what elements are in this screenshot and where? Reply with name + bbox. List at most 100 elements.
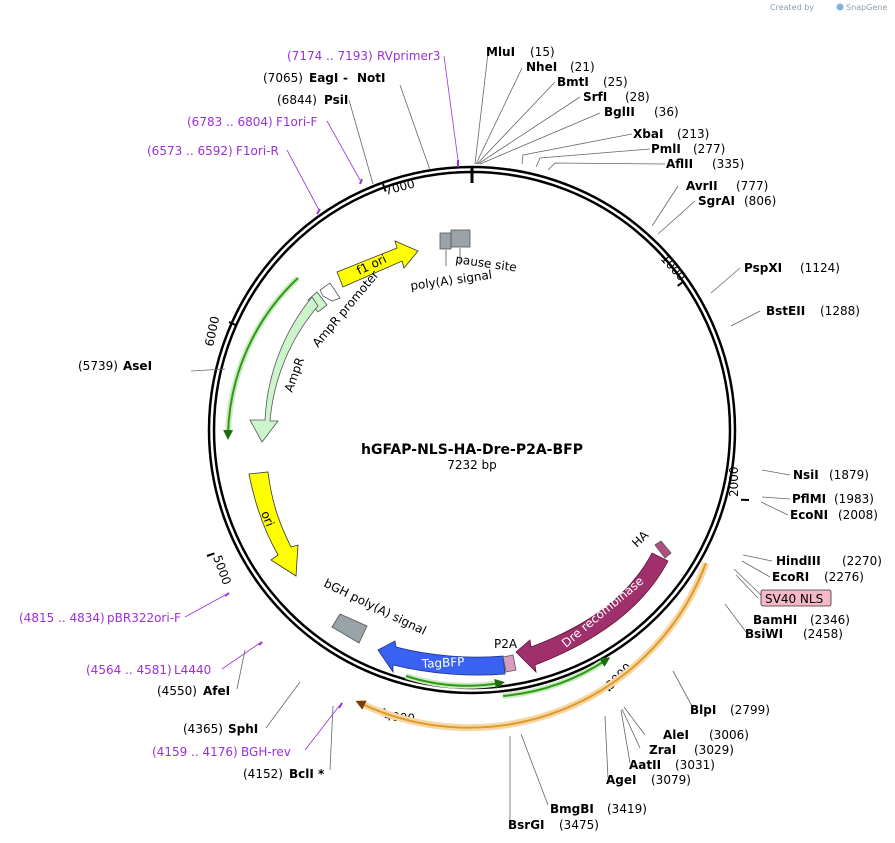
site-pspxi[interactable]: PspXI(1124)	[744, 261, 840, 275]
site-name: PmlI	[651, 142, 681, 156]
site-name: BmtI	[557, 75, 589, 89]
site-position: (4152)	[243, 767, 283, 781]
plasmid-length: 7232 bp	[447, 458, 497, 472]
primer-bghrev[interactable]: (4159 .. 4176)BGH-rev	[152, 745, 291, 759]
orf-arrows	[223, 275, 710, 732]
site-aatii[interactable]: AatII(3031)	[629, 758, 715, 772]
primer-range: (4815 .. 4834)	[19, 611, 105, 625]
feature-sv40-nls[interactable]: SV40 NLS	[733, 568, 832, 607]
credit-brand: SnapGene	[846, 3, 887, 12]
site-name: ZraI	[649, 743, 676, 757]
ruler-tick-mark	[228, 321, 237, 327]
primer-labels: (7174 .. 7193)RVprimer3 (6783 .. 6804)F1o…	[19, 49, 440, 759]
site-name: BclI *	[289, 767, 325, 781]
site-afei[interactable]: (4550)AfeI	[157, 684, 230, 698]
site-bmgbi[interactable]: BmgBI(3419)	[550, 802, 647, 816]
primer-f1orir[interactable]: (6573 .. 6592)F1ori-R	[147, 144, 279, 158]
primer-name: L4440	[174, 663, 211, 677]
site-separator: -	[343, 71, 348, 85]
site-hindiii[interactable]: HindIII(2270)	[776, 554, 882, 568]
site-bcli[interactable]: (4152) BclI *	[243, 767, 325, 781]
primer-rvprimer3[interactable]: (7174 .. 7193)RVprimer3	[287, 49, 440, 63]
site-name: AfeI	[203, 684, 230, 698]
ruler-tick-label: 6000	[202, 315, 222, 348]
site-aflii[interactable]: AflII(335)	[666, 157, 744, 171]
primer-name: BGH-rev	[241, 745, 291, 759]
site-psii[interactable]: (6844)PsiI	[277, 93, 348, 107]
site-srfi[interactable]: SrfI(28)	[583, 90, 650, 104]
site-asei[interactable]: (5739)AseI	[78, 359, 152, 373]
primer-f1orif[interactable]: (6783 .. 6804)F1ori-F	[187, 115, 317, 129]
site-sgrai[interactable]: SgrAI(806)	[698, 194, 776, 208]
site-bsteii[interactable]: BstEII(1288)	[766, 304, 860, 318]
ruler-tick-mark	[382, 183, 387, 192]
site-bglii[interactable]: BglII(36)	[604, 105, 679, 119]
feature-label-p2a: P2A	[494, 637, 518, 651]
site-alei[interactable]: AleI(3006)	[663, 728, 749, 742]
site-name: SgrAI	[698, 194, 735, 208]
site-name: PsiI	[324, 93, 348, 107]
site-name: HindIII	[776, 554, 821, 568]
feature-ha[interactable]: HA	[629, 527, 672, 559]
site-name-eagi: EagI	[309, 71, 338, 85]
site-name: EcoNI	[790, 508, 828, 522]
credit-text: Created by	[770, 3, 814, 12]
site-position: (21)	[570, 60, 595, 74]
site-blpi[interactable]: BlpI(2799)	[690, 703, 770, 717]
site-bsrgi[interactable]: BsrGI(3475)	[508, 818, 599, 832]
snapgene-credit: Created by SnapGene	[770, 3, 887, 12]
primer-l4440[interactable]: (4564 .. 4581)L4440	[86, 663, 211, 677]
site-mlui[interactable]: MluI(15)	[486, 45, 555, 59]
ruler-tick-label: 5000	[210, 553, 234, 586]
ruler-tick-label: 2000	[727, 466, 741, 497]
feature-ori[interactable]: ori	[248, 471, 299, 577]
site-nhei[interactable]: NheI(21)	[526, 60, 595, 74]
primer-range: (6573 .. 6592)	[147, 144, 233, 158]
plasmid-name: hGFAP-NLS-HA-Dre-P2A-BFP	[361, 442, 583, 458]
plasmid-title-block: hGFAP-NLS-HA-Dre-P2A-BFP 7232 bp	[361, 442, 583, 472]
site-position: (3079)	[651, 773, 691, 787]
site-position: (2008)	[838, 508, 878, 522]
site-econi[interactable]: EcoNI (2008)	[790, 508, 878, 522]
ruler-tick-label: 1000	[658, 252, 689, 284]
feature-p2a[interactable]: P2A	[494, 637, 518, 673]
site-leader-lines	[190, 52, 791, 824]
site-name: AgeI	[606, 773, 636, 787]
site-agei[interactable]: AgeI (3079)	[606, 773, 691, 787]
primer-pbr322orif[interactable]: (4815 .. 4834)pBR322ori-F	[19, 611, 181, 625]
site-name: MluI	[486, 45, 515, 59]
feature-label-ampr: AmpR	[282, 356, 307, 394]
site-pflmi[interactable]: PflMI(1983)	[792, 492, 874, 506]
site-bmti[interactable]: BmtI(25)	[557, 75, 628, 89]
site-ecori[interactable]: EcoRI(2276)	[772, 570, 864, 584]
feature-ampr[interactable]: AmpR	[249, 296, 319, 443]
site-name: SphI	[228, 722, 258, 736]
site-position: (7065)	[263, 71, 303, 85]
site-position: (3029)	[694, 743, 734, 757]
site-bamhi[interactable]: BamHI(2346)	[753, 613, 850, 627]
site-eagi-noti[interactable]: (7065) EagI - NotI	[263, 71, 386, 85]
ruler-tick-mark	[206, 552, 215, 557]
site-nsii[interactable]: NsiI(1879)	[793, 468, 869, 482]
primer-mark-l4440	[258, 641, 263, 646]
feature-tagbfp[interactable]: TagBFP	[377, 640, 506, 676]
site-position: (335)	[712, 157, 744, 171]
site-pmli[interactable]: PmlI (277)	[651, 142, 725, 156]
primer-marks	[224, 160, 459, 709]
site-sphi[interactable]: (4365)SphI	[183, 722, 258, 736]
ruler-tick-mark	[677, 280, 685, 287]
site-position: (1983)	[834, 492, 874, 506]
feature-bgh-polya[interactable]: bGH poly(A) signal	[322, 576, 429, 644]
primer-name: pBR322ori-F	[107, 611, 181, 625]
site-avrii[interactable]: AvrII(777)	[686, 179, 768, 193]
feature-label-sv40-nls: SV40 NLS	[765, 592, 823, 606]
site-zrai[interactable]: ZraI (3029)	[649, 743, 734, 757]
feature-label-ori: ori	[258, 509, 277, 529]
primer-mark-pbr322ori-f	[224, 592, 230, 597]
restriction-sites-right: MluI(15)NheI(21)BmtI(25)SrfI(28)BglII(36…	[486, 45, 882, 832]
site-name: BamHI	[753, 613, 797, 627]
site-position: (277)	[693, 142, 725, 156]
site-xbai[interactable]: XbaI(213)	[633, 127, 709, 141]
site-bsiwi[interactable]: BsiWI(2458)	[745, 627, 843, 641]
site-position: (1288)	[820, 304, 860, 318]
